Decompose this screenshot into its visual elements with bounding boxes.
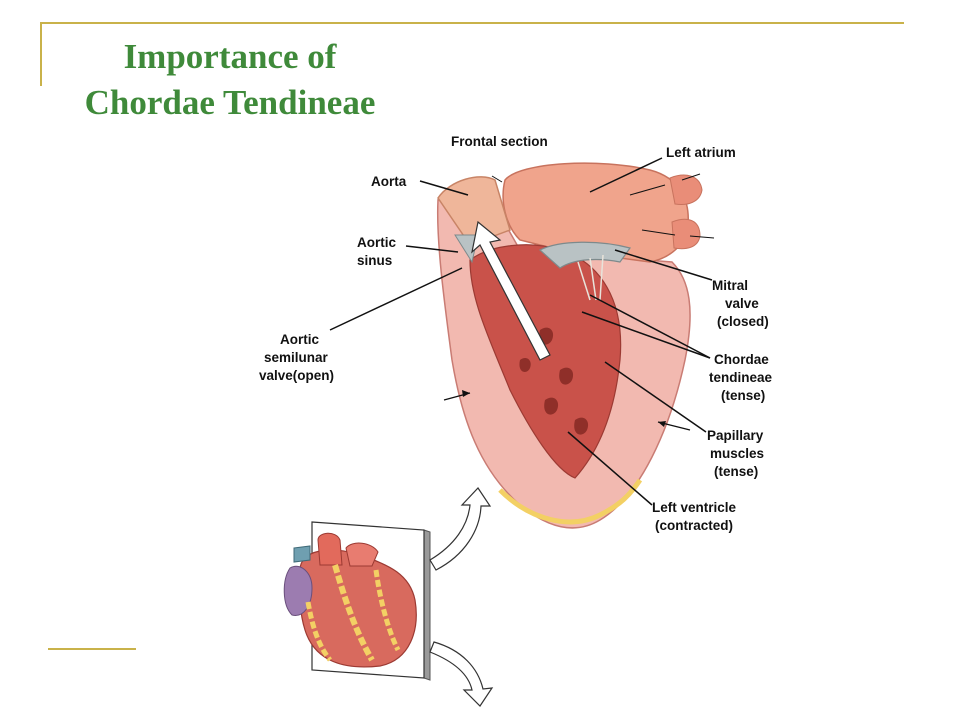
leader-left-atrium — [589, 157, 663, 193]
label-papillary-1: Papillary — [707, 428, 764, 443]
leader-aortic-valve — [329, 267, 463, 331]
inset-arrow-down — [429, 641, 494, 707]
label-chordae-3: (tense) — [721, 388, 765, 403]
compression-arrow-right-head — [658, 421, 666, 427]
atrium-arrow-1 — [629, 184, 666, 196]
leader-aorta — [419, 180, 469, 196]
atrium-arrow-2 — [641, 229, 676, 236]
trabeculae-2 — [559, 367, 574, 385]
pulmonary-vein-bottom — [671, 218, 701, 250]
label-frontal-section: Frontal section — [451, 134, 548, 149]
label-mitral-3: (closed) — [717, 314, 769, 329]
label-papillary-3: (tense) — [714, 464, 758, 479]
label-aortic-sinus-1: Aortic — [357, 235, 396, 250]
label-mitral-2: valve — [725, 296, 759, 311]
vein-mark-2 — [689, 235, 715, 239]
leader-chordae-2 — [581, 311, 711, 359]
inset-right-atrium — [283, 565, 313, 616]
label-ventricle-2: (contracted) — [655, 518, 733, 533]
inset-aorta — [317, 532, 343, 566]
label-aortic-valve-3: valve(open) — [259, 368, 334, 383]
label-mitral-1: Mitral — [712, 278, 748, 293]
inset-svc — [293, 545, 311, 563]
inset-fat-1 — [332, 564, 375, 662]
chordae-string-1 — [577, 261, 591, 301]
mitral-valve — [538, 241, 631, 269]
pulmonary-vein-top — [669, 174, 703, 205]
inset-card-edge — [423, 529, 431, 681]
inset-fat-2 — [373, 569, 401, 652]
trabeculae-4 — [574, 417, 589, 435]
inset-pulmonary — [345, 542, 379, 567]
leader-chordae-1 — [589, 294, 711, 359]
trabeculae-3 — [544, 397, 559, 415]
aorta — [437, 176, 511, 246]
label-chordae-2: tendineae — [709, 370, 773, 385]
inset-arrow-up — [429, 487, 492, 571]
compression-arrow-left-head — [462, 390, 470, 397]
slide-title-line2: Chordae Tendineae — [84, 83, 376, 122]
leader-ventricle — [567, 431, 653, 506]
vein-mark-1 — [681, 173, 701, 181]
label-aortic-sinus-2: sinus — [357, 253, 392, 268]
label-chordae-1: Chordae — [714, 352, 769, 367]
label-aortic-valve-2: semilunar — [264, 350, 329, 365]
label-ventricle-1: Left ventricle — [652, 500, 737, 515]
frame-top-line — [40, 22, 904, 24]
slide-title-line1: Importance of — [123, 37, 337, 76]
label-aortic-valve-1: Aortic — [280, 332, 319, 347]
slide-title: Importance of Chordae Tendineae — [40, 34, 420, 126]
epicardial-fat — [498, 478, 643, 525]
label-left-atrium: Left atrium — [666, 145, 736, 160]
blood-flow-arrow — [471, 220, 551, 361]
inset-fat-3 — [305, 601, 332, 662]
vein-mark-3 — [491, 175, 503, 183]
chordae-string-3 — [599, 254, 604, 301]
leader-aortic-sinus — [405, 245, 459, 253]
frame-bottom-line — [48, 648, 136, 650]
leader-mitral — [614, 249, 713, 281]
leader-papillary — [604, 361, 707, 433]
frame-left-line — [40, 22, 42, 86]
label-papillary-2: muscles — [710, 446, 764, 461]
chordae-string-2 — [589, 257, 597, 301]
label-aorta: Aorta — [371, 174, 407, 189]
trabeculae-5 — [519, 357, 531, 372]
